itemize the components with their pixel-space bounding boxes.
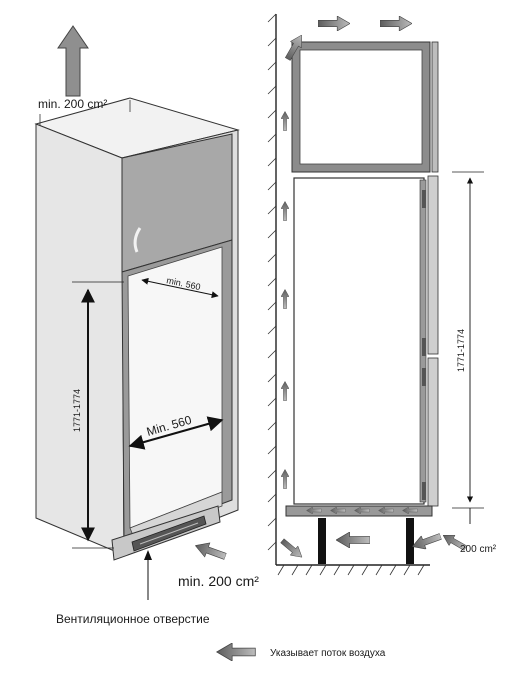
bottom-vent-label: min. 200 cm² (178, 573, 259, 589)
door-hinge (422, 482, 426, 500)
airflow-arrow-icon (278, 536, 306, 562)
airflow-arrow-icon (336, 532, 370, 548)
legend: Указывает поток воздуха (216, 643, 386, 661)
vent-opening-label: Вентиляционное отверстие (56, 612, 210, 626)
airflow-arrow-icon (192, 538, 229, 564)
height-dimension-right: 1771-1774 (452, 171, 484, 524)
fridge-body (293, 177, 425, 505)
top-vent-label: min. 200 cm² (38, 97, 107, 111)
height-dimension-left: 1771-1774 (72, 281, 124, 549)
door-hinge (422, 368, 426, 386)
door-handle-icon (133, 227, 142, 253)
door-hinge (422, 190, 426, 208)
right-vent-label: 200 cm² (460, 544, 497, 555)
cross-section-view: 1771-1774 200 cm² (267, 13, 497, 576)
fridge-door-lower (427, 357, 439, 507)
fridge-door-upper (427, 175, 439, 355)
upper-cabinet-inner (299, 49, 423, 165)
plinth-right (406, 518, 414, 564)
cabinet-3d-view: 1771-1774 min. 560 Min. 560 min. 200 cm²… (34, 25, 259, 626)
legend-label: Указывает поток воздуха (270, 648, 386, 659)
plinth-left (318, 518, 326, 564)
upper-cabinet-door (431, 41, 439, 173)
vent-grille-icon (131, 515, 207, 552)
airflow-arrow-icon (57, 25, 89, 97)
cabinet-left-side (35, 123, 125, 556)
airflow-arrow-icon (216, 643, 256, 661)
door-hinge (422, 338, 426, 356)
airflow-arrow-icon (410, 529, 443, 554)
height-left-label: 1771-1774 (72, 389, 82, 432)
wall-hatch (267, 13, 277, 551)
height-right-label: 1771-1774 (456, 329, 466, 372)
airflow-arrow-icon (318, 16, 412, 31)
airflow-arrow-icon (281, 111, 289, 489)
floor-hatch (277, 564, 425, 576)
cabinet-niche-inner (127, 246, 223, 529)
